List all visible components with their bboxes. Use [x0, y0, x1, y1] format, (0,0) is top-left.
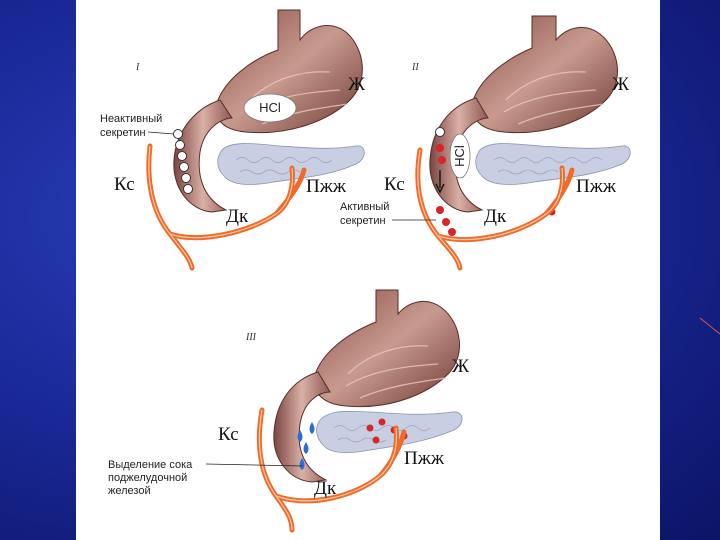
- stomach-label: Ж: [452, 356, 470, 377]
- juice-label-line3: железой: [108, 485, 151, 497]
- hcl-label: HCl: [259, 100, 281, 115]
- panel-1-numeral: I: [135, 62, 140, 73]
- pancreas-label: Пжж: [576, 176, 617, 197]
- vessel-label: Кс: [218, 424, 239, 445]
- juice-label-line1: Выделение сока: [108, 459, 193, 471]
- duodenum-label: Дк: [314, 478, 337, 499]
- secretin-pointer: [148, 132, 174, 134]
- vessel-label: Кс: [384, 174, 405, 195]
- secretin-label-line2: секретин: [340, 215, 386, 227]
- panel-3: III Ж Кс Дк Пжж Выделение сока поджелудо…: [108, 290, 470, 530]
- secretin-label-line2: секретин: [100, 127, 146, 139]
- panel-3-numeral: III: [245, 332, 257, 343]
- pancreas-label: Пжж: [404, 448, 445, 469]
- vessel-label: Кс: [114, 174, 135, 195]
- panel-2-numeral: II: [411, 62, 419, 73]
- pancreas-label: Пжж: [306, 176, 347, 197]
- secretin-label-line1: Активный: [340, 201, 389, 213]
- secretin-label-line1: Неактивный: [100, 113, 162, 125]
- duodenum-label: Дк: [226, 206, 249, 227]
- duodenum-label: Дк: [484, 206, 507, 227]
- stomach-label: Ж: [348, 74, 366, 95]
- stomach-label: Ж: [612, 74, 630, 95]
- panel-2: HCl II Ж Кс Дк Пжж Актив: [340, 16, 630, 268]
- juice-label-line2: поджелудочной: [108, 472, 187, 484]
- pancreas-shape: [317, 411, 463, 452]
- hcl-label: HCl: [452, 145, 467, 167]
- decorative-streak: [700, 318, 720, 334]
- panel-1: HCl I Ж Кс Дк Пжж Неактивн: [100, 10, 366, 268]
